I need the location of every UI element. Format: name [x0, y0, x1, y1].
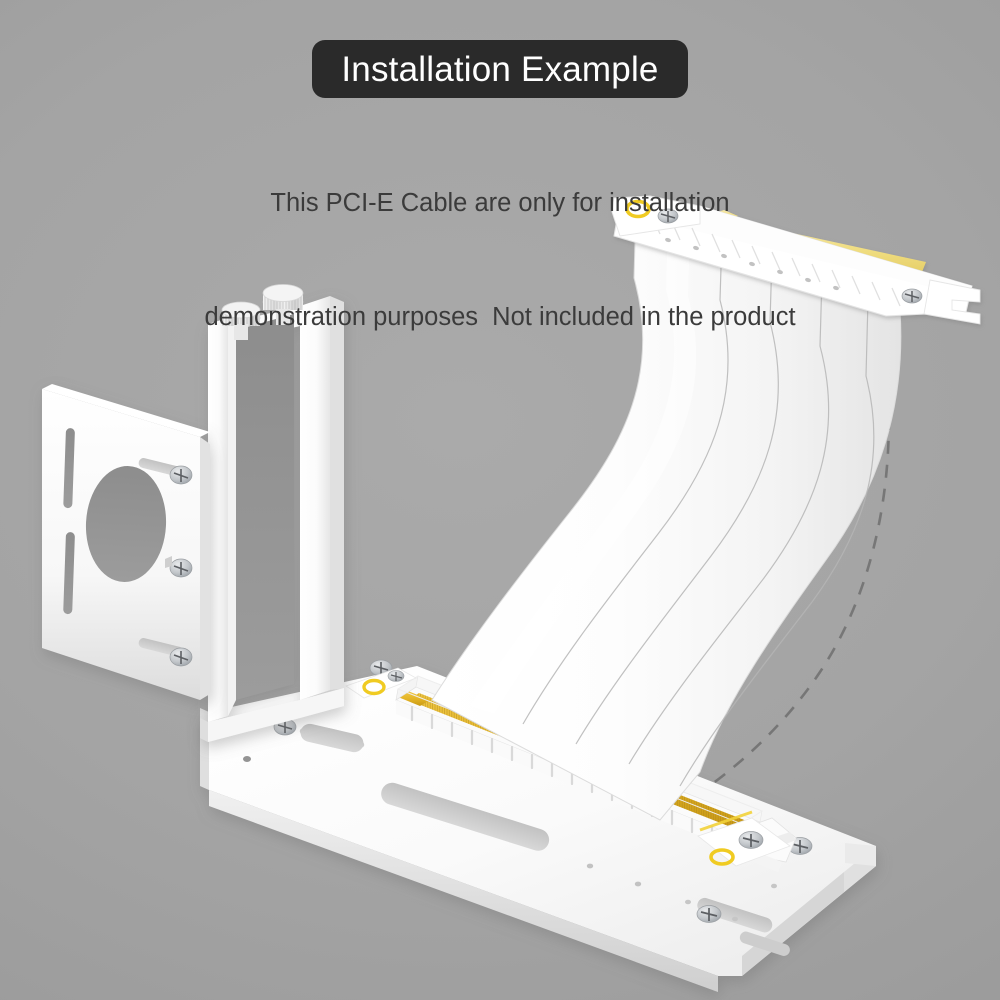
screw-icon: [165, 556, 193, 578]
screw-icon: [901, 288, 923, 304]
screw-icon: [696, 905, 722, 923]
subtitle-line-1: This PCI-E Cable are only for installati…: [270, 189, 730, 217]
subtitle-line-2: demonstration purposes Not included in t…: [204, 303, 796, 331]
screw-icon: [657, 208, 679, 224]
screw-icon: [169, 647, 193, 667]
pcie-connector-male: [611, 195, 981, 325]
base-plate-details: [243, 659, 813, 956]
base-plate: [200, 666, 876, 992]
title-banner: Installation Example: [312, 40, 688, 98]
thumbscrew-left: [221, 301, 261, 340]
screw-icon: [387, 670, 405, 682]
thumbscrew-right: [262, 284, 304, 325]
subtitle-block: This PCI-E Cable are only for installati…: [0, 108, 1000, 412]
connector-mount-tab-right: [901, 279, 981, 325]
mounting-plate-details: [63, 428, 193, 667]
vertical-bracket: [200, 296, 344, 742]
page-title: Installation Example: [341, 49, 659, 89]
slot-mount-ear-left: [345, 667, 417, 699]
cable-path-guide-icon: [659, 344, 891, 820]
slot-mount-ear-right: [697, 810, 791, 867]
screw-icon: [738, 831, 764, 849]
screw-icon: [169, 465, 193, 485]
connector-mount-tab-left: [611, 195, 701, 237]
